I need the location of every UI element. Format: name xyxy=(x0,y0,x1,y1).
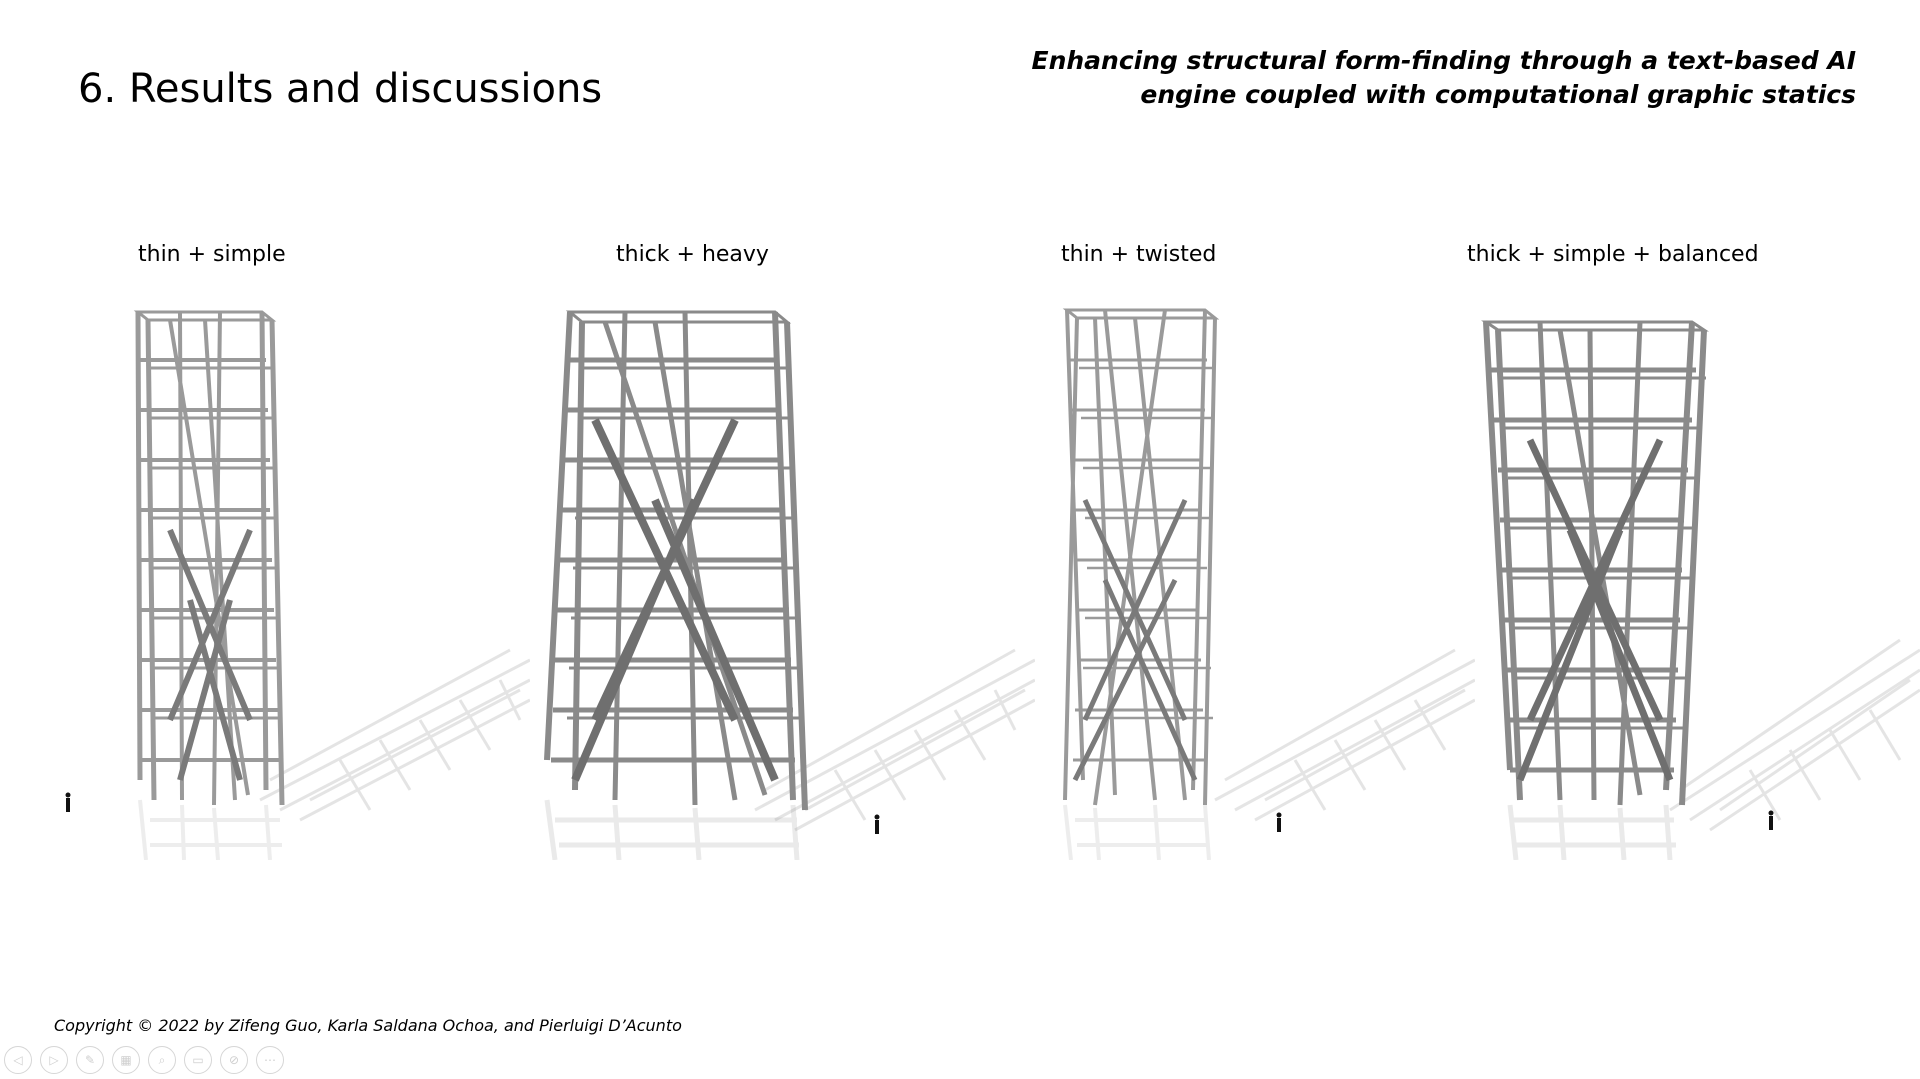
scale-figure-2 xyxy=(874,814,880,834)
camera-off-button[interactable]: ⊘ xyxy=(220,1046,248,1074)
paper-title-line-1: Enhancing structural form-finding throug… xyxy=(1031,46,1857,75)
pen-icon: ✎ xyxy=(84,1053,96,1067)
thin-twisted-tower xyxy=(1062,308,1475,860)
thin-simple-tower xyxy=(133,310,530,860)
tower-reflection xyxy=(1507,804,1676,860)
pen-button[interactable]: ✎ xyxy=(76,1046,104,1074)
thick-heavy-tower xyxy=(544,310,1035,860)
see-all-slides-icon: ▦ xyxy=(120,1053,132,1067)
tower-shadow xyxy=(1214,648,1475,822)
tower-shadow xyxy=(754,648,1035,832)
camera-off-icon: ⊘ xyxy=(228,1053,240,1067)
paper-title-line-2: engine coupled with computational graphi… xyxy=(1140,80,1856,109)
previous-slide-button[interactable]: ◁ xyxy=(4,1046,32,1074)
tower-frame xyxy=(1481,320,1709,806)
slideshow-toolbar: ◁ ▷ ✎ ▦ ⌕ ▭ ⊘ ⋯ xyxy=(4,1046,284,1076)
more-options-icon: ⋯ xyxy=(264,1053,276,1067)
previous-slide-icon: ◁ xyxy=(13,1053,23,1067)
tower-shadow xyxy=(1669,638,1920,832)
next-slide-icon: ▷ xyxy=(49,1053,59,1067)
tower-reflection xyxy=(544,799,800,860)
subtitles-icon: ▭ xyxy=(192,1053,204,1067)
subtitles-button[interactable]: ▭ xyxy=(184,1046,212,1074)
scale-figure-3 xyxy=(1276,812,1282,832)
zoom-icon: ⌕ xyxy=(158,1052,166,1067)
caption-thick-heavy: thick + heavy xyxy=(616,242,769,267)
copyright-notice: Copyright © 2022 by Zifeng Guo, Karla Sa… xyxy=(54,1016,682,1035)
see-all-slides-button[interactable]: ▦ xyxy=(112,1046,140,1074)
next-slide-button[interactable]: ▷ xyxy=(40,1046,68,1074)
tower-reflection xyxy=(138,799,282,860)
more-options-button[interactable]: ⋯ xyxy=(256,1046,284,1074)
paper-title: Enhancing structural form-finding throug… xyxy=(956,44,1857,112)
caption-thick-simple-balanced: thick + simple + balanced xyxy=(1467,242,1759,267)
tower-shadow xyxy=(259,648,530,822)
scale-figure-1 xyxy=(65,792,71,812)
tower-frame xyxy=(544,310,808,811)
zoom-button[interactable]: ⌕ xyxy=(148,1046,176,1074)
tower-reflection xyxy=(1063,804,1211,860)
thick-simple-balanced-tower xyxy=(1481,320,1920,860)
slide-title: 6. Results and discussions xyxy=(78,66,603,112)
tower-frame xyxy=(133,310,285,806)
caption-thin-simple: thin + simple xyxy=(138,242,286,267)
scale-figure-4 xyxy=(1768,810,1774,830)
tower-frame xyxy=(1062,308,1220,806)
caption-thin-twisted: thin + twisted xyxy=(1061,242,1217,267)
